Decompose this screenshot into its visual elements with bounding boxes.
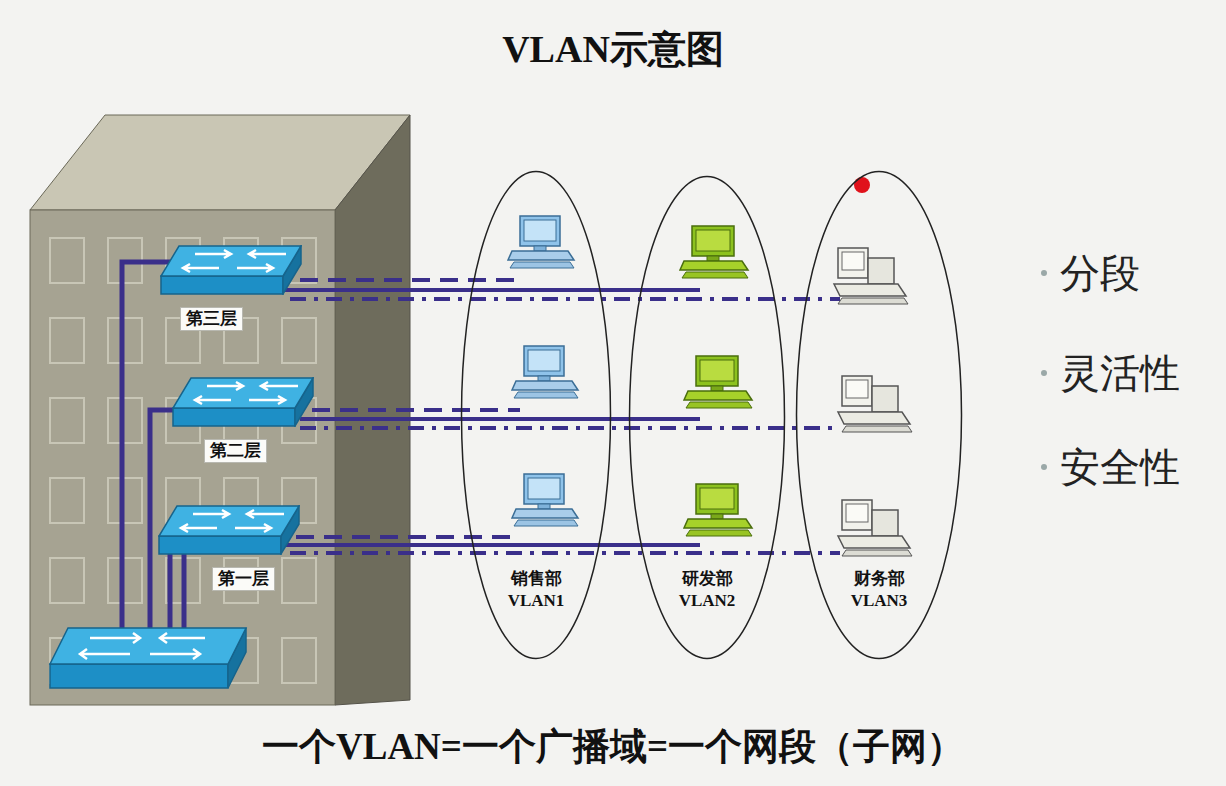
vlan-outline [797, 172, 962, 659]
vlan-group: 销售部 VLAN1 [460, 170, 612, 660]
diagram-title: VLAN示意图 [0, 24, 1226, 75]
building-front [30, 210, 335, 705]
floor-switch: 第二层 [172, 377, 322, 477]
floor-label: 第一层 [212, 567, 275, 591]
pc-finance [838, 376, 912, 432]
pc-finance [834, 248, 908, 304]
pc-rnd [684, 356, 752, 408]
building-windows [50, 238, 316, 683]
bullet-dot [1041, 370, 1047, 376]
feature-bullet: 分段 [1060, 246, 1140, 301]
core-switch [50, 628, 246, 688]
switch-icon [158, 505, 300, 555]
switch-arrows [195, 382, 298, 404]
switch-top [173, 378, 313, 408]
feature-bullet: 灵活性 [1060, 346, 1180, 401]
pc-sales [508, 216, 574, 268]
floor-switch: 第一层 [158, 505, 308, 605]
pointer-dot [854, 177, 870, 193]
feature-bullet: 安全性 [1060, 440, 1180, 495]
switch-icon [160, 245, 302, 295]
floor-label: 第二层 [204, 439, 267, 463]
bullet-dot [1041, 464, 1047, 470]
pc-sales [512, 346, 578, 398]
switch-front [159, 536, 281, 554]
vlan-label: 财务部 VLAN3 [841, 568, 917, 612]
diagram-caption: 一个VLAN=一个广播域=一个网段（子网） [0, 722, 1226, 772]
vlan-outline [462, 172, 611, 659]
pc-wires [280, 280, 840, 553]
vlan-group: 研发部 VLAN2 [628, 175, 786, 660]
switch-top [159, 506, 299, 536]
switch-front [173, 408, 295, 426]
switch-arrows [181, 510, 284, 532]
vlan-label: 研发部 VLAN2 [669, 568, 745, 612]
vlan-label: 销售部 VLAN1 [498, 568, 574, 612]
bullet-dot [1041, 270, 1047, 276]
vlan-group: 财务部 VLAN3 [795, 170, 963, 660]
switch-icon [172, 377, 314, 427]
switch-top [161, 246, 301, 276]
floor-label: 第三层 [180, 307, 243, 331]
vlan-outline [630, 177, 785, 659]
pc-rnd [680, 226, 748, 278]
switch-arrows [183, 250, 286, 272]
pc-finance [838, 500, 912, 556]
pc-rnd [684, 484, 752, 536]
floor-switch: 第三层 [160, 245, 310, 345]
switch-front [161, 276, 283, 294]
pc-sales [512, 474, 578, 526]
